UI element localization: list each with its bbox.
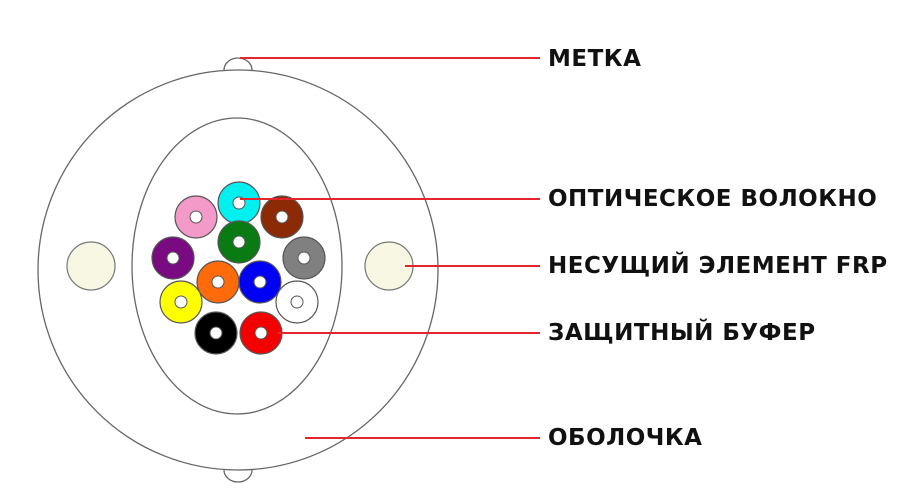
- fiber-core-black: [209, 326, 223, 340]
- marker-top: [223, 57, 253, 71]
- leader-lines: [240, 57, 540, 439]
- fiber-core-yellow: [174, 295, 188, 309]
- fiber-core-gray: [297, 251, 311, 265]
- fiber-core-brown: [275, 210, 289, 224]
- fiber-core-white: [290, 295, 304, 309]
- fiber-core-green: [232, 235, 246, 249]
- label-frp: НЕСУЩИЙ ЭЛЕМЕНТ FRP: [548, 253, 888, 279]
- fiber-core-blue: [253, 275, 267, 289]
- inner-buffer-tube: [131, 117, 343, 415]
- label-sheath: ОБОЛОЧКА: [548, 425, 703, 451]
- frp-left: [66, 241, 116, 291]
- fiber-core-red: [254, 326, 268, 340]
- label-marker: МЕТКА: [548, 46, 642, 72]
- label-buffer: ЗАЩИТНЫЙ БУФЕР: [548, 320, 816, 346]
- marker-bottom: [223, 469, 253, 483]
- fiber-core-orange: [211, 275, 225, 289]
- fiber-core-purple: [166, 251, 180, 265]
- label-optical-fiber: ОПТИЧЕСКОЕ ВОЛОКНО: [548, 186, 878, 212]
- fiber-core-pink: [189, 210, 203, 224]
